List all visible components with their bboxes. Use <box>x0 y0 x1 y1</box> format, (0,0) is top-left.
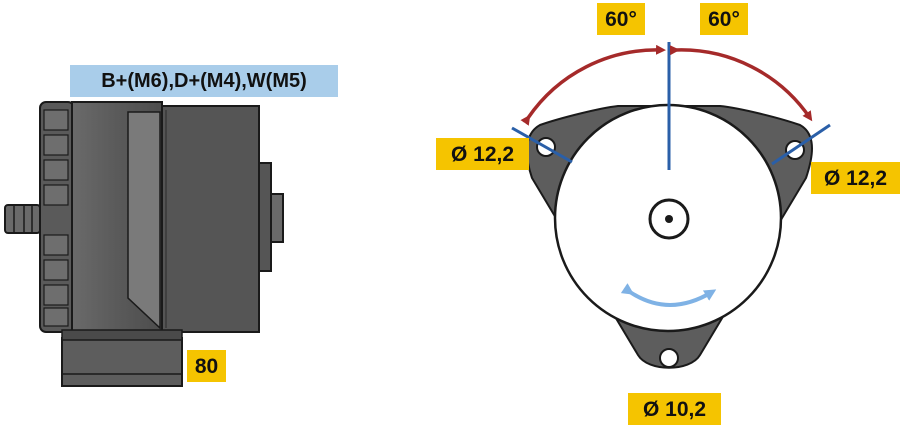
terminal-stud <box>4 204 41 234</box>
dimension-80-label: 80 <box>187 350 226 382</box>
terminal-label: B+(M6),D+(M4),W(M5) <box>70 65 338 97</box>
drive-shaft <box>270 193 284 243</box>
hole-right-diameter-label: Ø 12,2 <box>811 162 900 194</box>
hole-bottom-diameter-label: Ø 10,2 <box>628 393 721 425</box>
angle-left-label: 60° <box>597 3 645 35</box>
rotation-arrow <box>620 283 717 307</box>
right-mount-axis <box>771 123 831 166</box>
alternator-side-view <box>4 101 284 387</box>
angle-arc-right <box>669 45 813 122</box>
left-mount-axis <box>511 126 573 164</box>
hole-left-diameter-label: Ø 12,2 <box>436 138 529 170</box>
mounting-hole-bottom <box>659 348 679 368</box>
front-hub <box>258 162 272 272</box>
angle-arc-left <box>520 44 666 126</box>
alternator-stator <box>161 105 260 333</box>
angle-right-label: 60° <box>700 3 748 35</box>
alternator-front-view <box>511 42 831 369</box>
shaft-center <box>665 215 673 223</box>
rear-cover-fins <box>39 101 75 333</box>
mounting-foot <box>61 337 183 387</box>
